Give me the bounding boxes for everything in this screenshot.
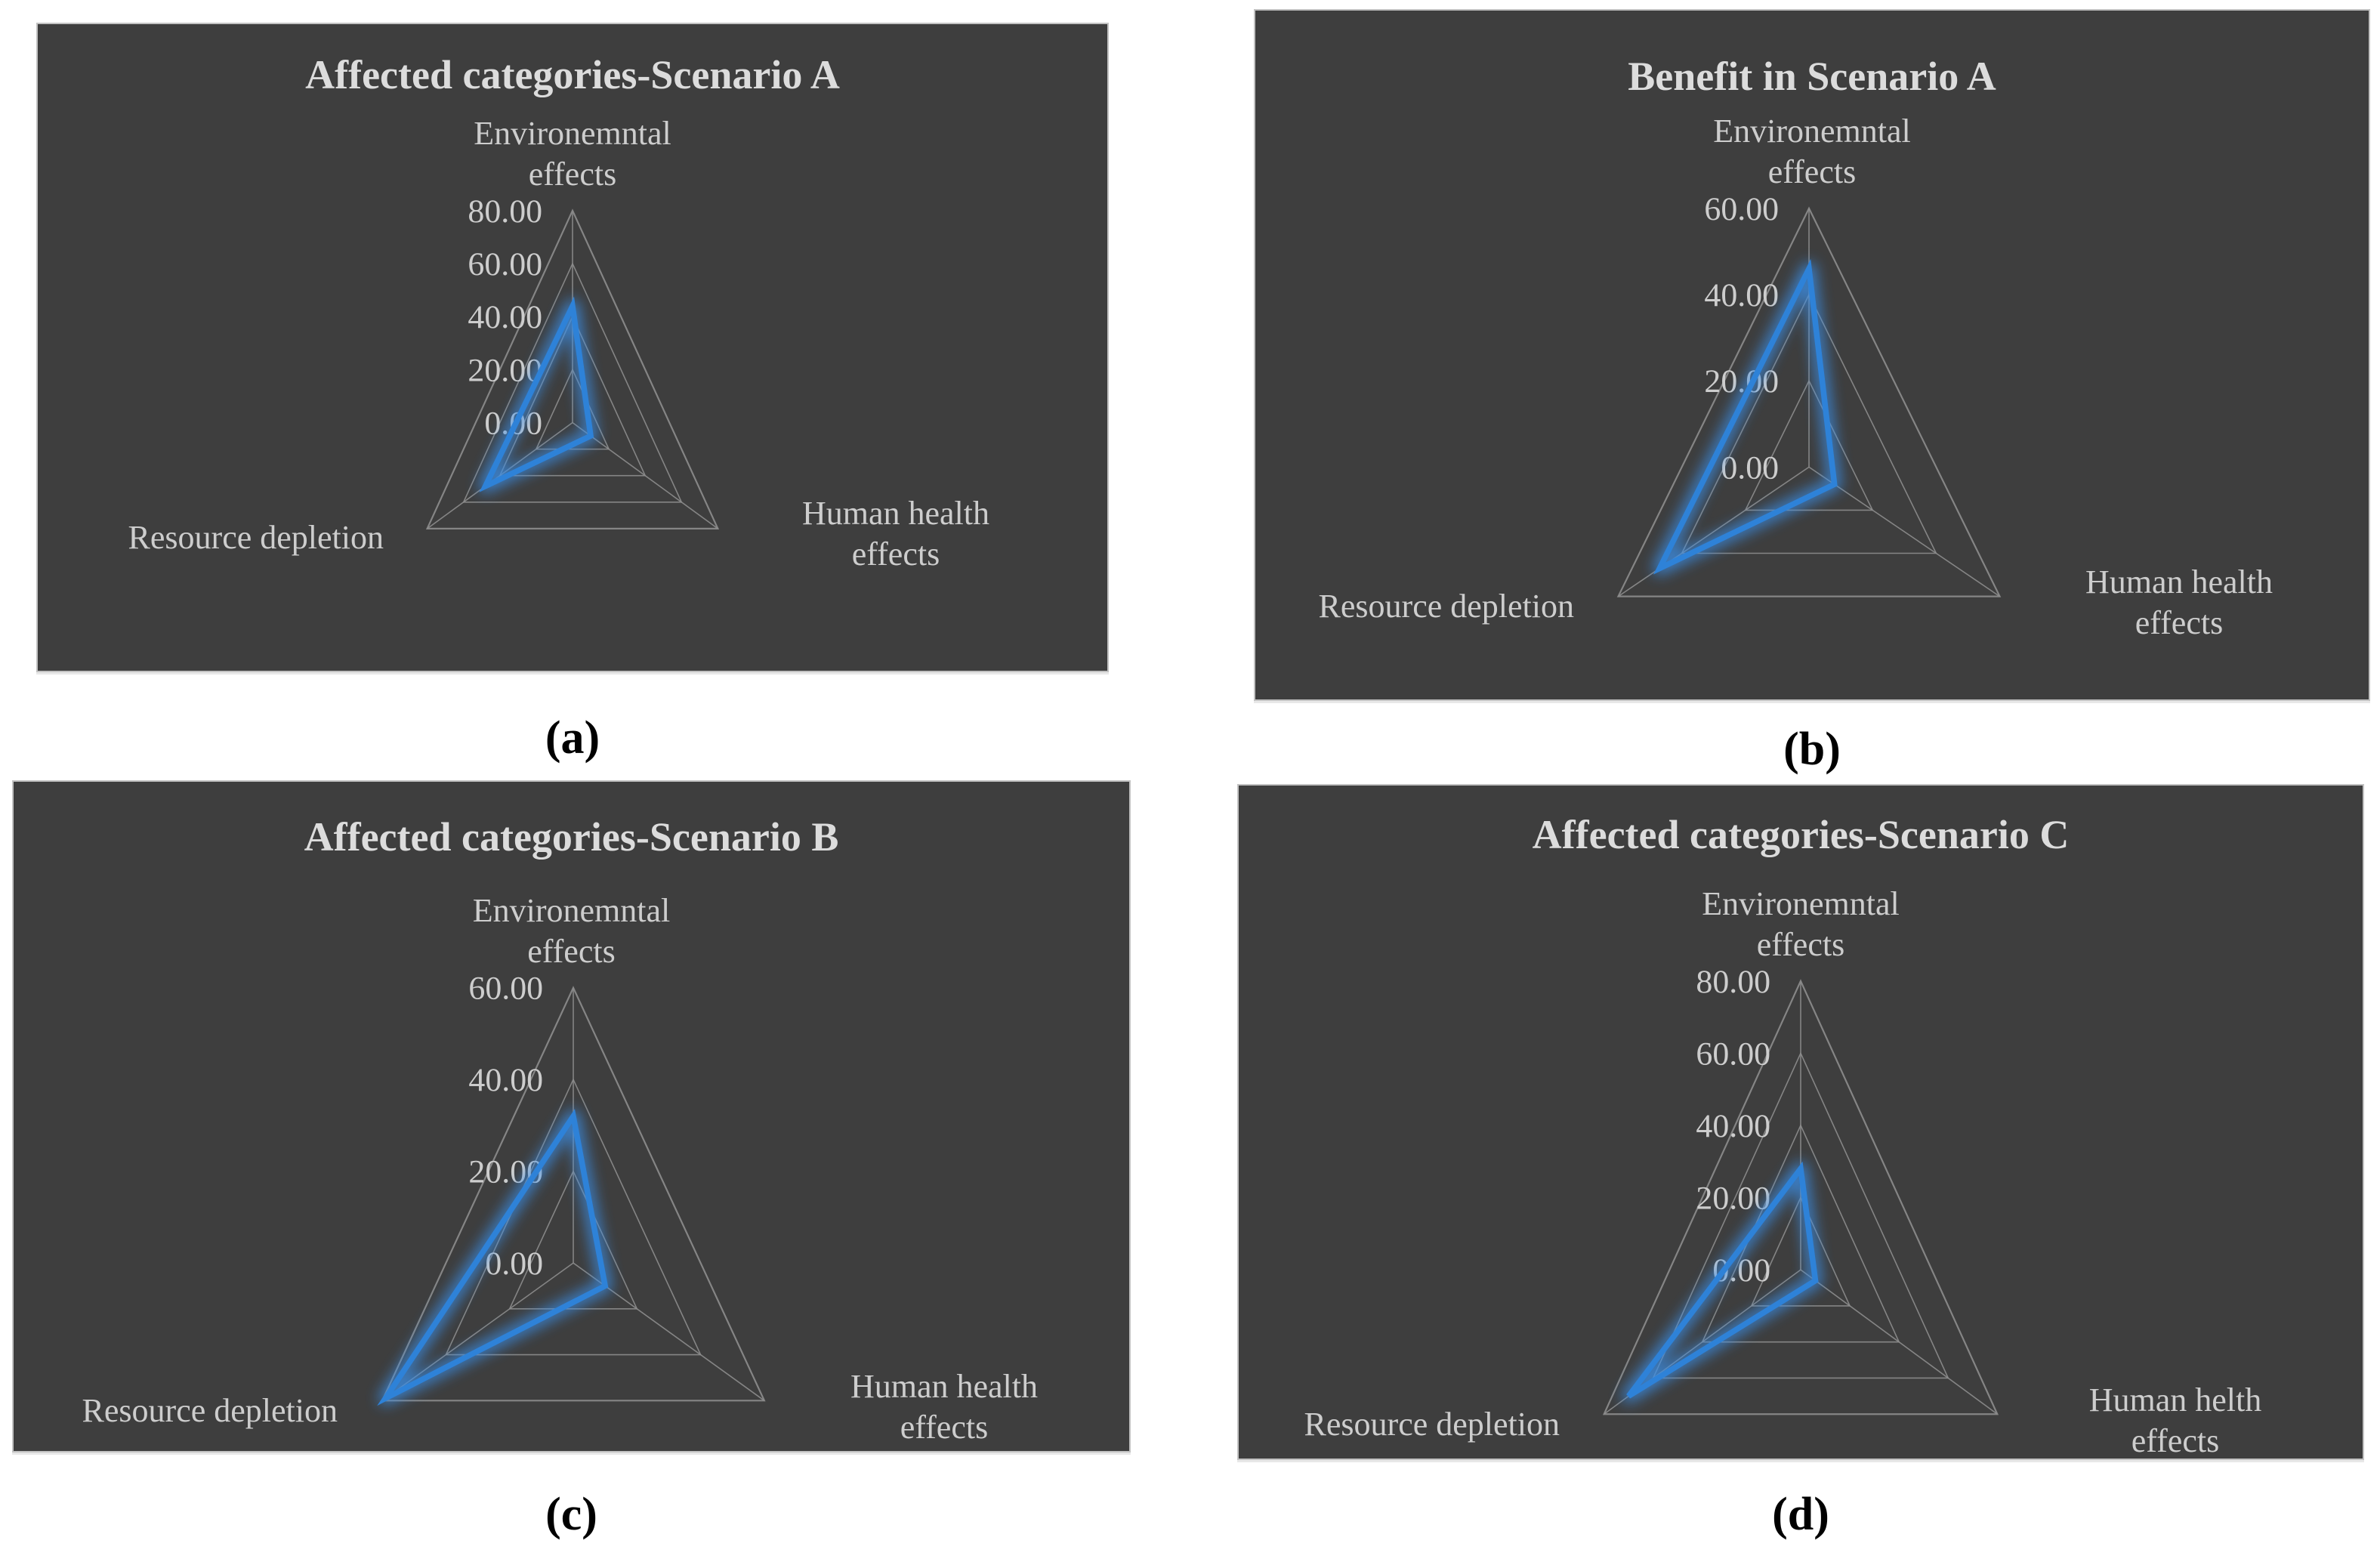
subfigure-caption-d: (d) bbox=[1772, 1489, 1829, 1540]
svg-text:20.00: 20.00 bbox=[1696, 1181, 1770, 1217]
axis-label-line: Human helth bbox=[2088, 1381, 2262, 1418]
axis-label-resource-depletion-d: Resource depletion bbox=[1304, 1406, 1560, 1443]
axis-label-line: effects bbox=[851, 536, 940, 573]
svg-text:60.00: 60.00 bbox=[468, 246, 542, 282]
axis-label-environmental-b: Environemntal effects bbox=[1255, 111, 2369, 193]
svg-text:40.00: 40.00 bbox=[468, 299, 542, 335]
chart-title-d: Affected categories-Scenario C bbox=[1532, 812, 2070, 857]
axis-label-line: effects bbox=[1767, 153, 1857, 190]
axis-label-human-health-a: Human health effects bbox=[752, 493, 1039, 575]
svg-text:40.00: 40.00 bbox=[468, 1062, 543, 1098]
svg-text:60.00: 60.00 bbox=[1696, 1036, 1770, 1072]
axis-label-line: effects bbox=[1756, 926, 1845, 963]
chart-title-b: Benefit in Scenario A bbox=[1628, 54, 1996, 99]
axis-label-resource-depletion-c: Resource depletion bbox=[82, 1392, 338, 1429]
svg-text:40.00: 40.00 bbox=[1704, 277, 1779, 313]
axis-label-human-health-d: Human helth effects bbox=[2032, 1380, 2319, 1462]
axis-label-environmental-a: Environemntal effects bbox=[38, 113, 1107, 195]
svg-text:60.00: 60.00 bbox=[468, 971, 543, 1007]
axis-label-line: Human health bbox=[801, 495, 990, 532]
axis-label-line: effects bbox=[2135, 604, 2224, 641]
svg-text:0.00: 0.00 bbox=[1721, 449, 1779, 486]
axis-label-line: Environemntal bbox=[1702, 885, 1900, 922]
svg-text:60.00: 60.00 bbox=[1704, 191, 1779, 227]
axis-label-resource-depletion-b: Resource depletion bbox=[1318, 588, 1574, 625]
axis-label-human-health-b: Human health effects bbox=[2036, 562, 2323, 644]
svg-text:80.00: 80.00 bbox=[1696, 964, 1770, 1000]
subfigure-caption-b: (b) bbox=[1783, 724, 1841, 775]
svg-text:0.00: 0.00 bbox=[485, 1246, 543, 1282]
axis-label-human-health-c: Human health effects bbox=[801, 1366, 1088, 1448]
chart-title-a: Affected categories-Scenario A bbox=[305, 52, 840, 97]
axis-label-line: Environemntal bbox=[474, 115, 671, 152]
axis-label-line: Human health bbox=[850, 1368, 1039, 1405]
axis-label-line: Environemntal bbox=[1713, 113, 1911, 150]
axis-label-line: effects bbox=[527, 933, 616, 970]
chart-title-c: Affected categories-Scenario B bbox=[304, 814, 839, 860]
axis-label-environmental-c: Environemntal effects bbox=[14, 891, 1129, 972]
axis-label-line: effects bbox=[2131, 1422, 2220, 1459]
svg-text:40.00: 40.00 bbox=[1696, 1108, 1770, 1144]
subfigure-caption-a: (a) bbox=[545, 712, 600, 764]
svg-text:80.00: 80.00 bbox=[468, 193, 542, 230]
axis-label-environmental-d: Environemntal effects bbox=[1239, 884, 2363, 965]
axis-label-line: Environemntal bbox=[472, 892, 671, 929]
axis-label-line: Human health bbox=[2085, 563, 2274, 600]
subfigure-caption-c: (c) bbox=[545, 1489, 597, 1540]
axis-label-resource-depletion-a: Resource depletion bbox=[128, 519, 384, 556]
axis-label-line: effects bbox=[900, 1409, 989, 1446]
axis-label-line: effects bbox=[528, 156, 617, 193]
